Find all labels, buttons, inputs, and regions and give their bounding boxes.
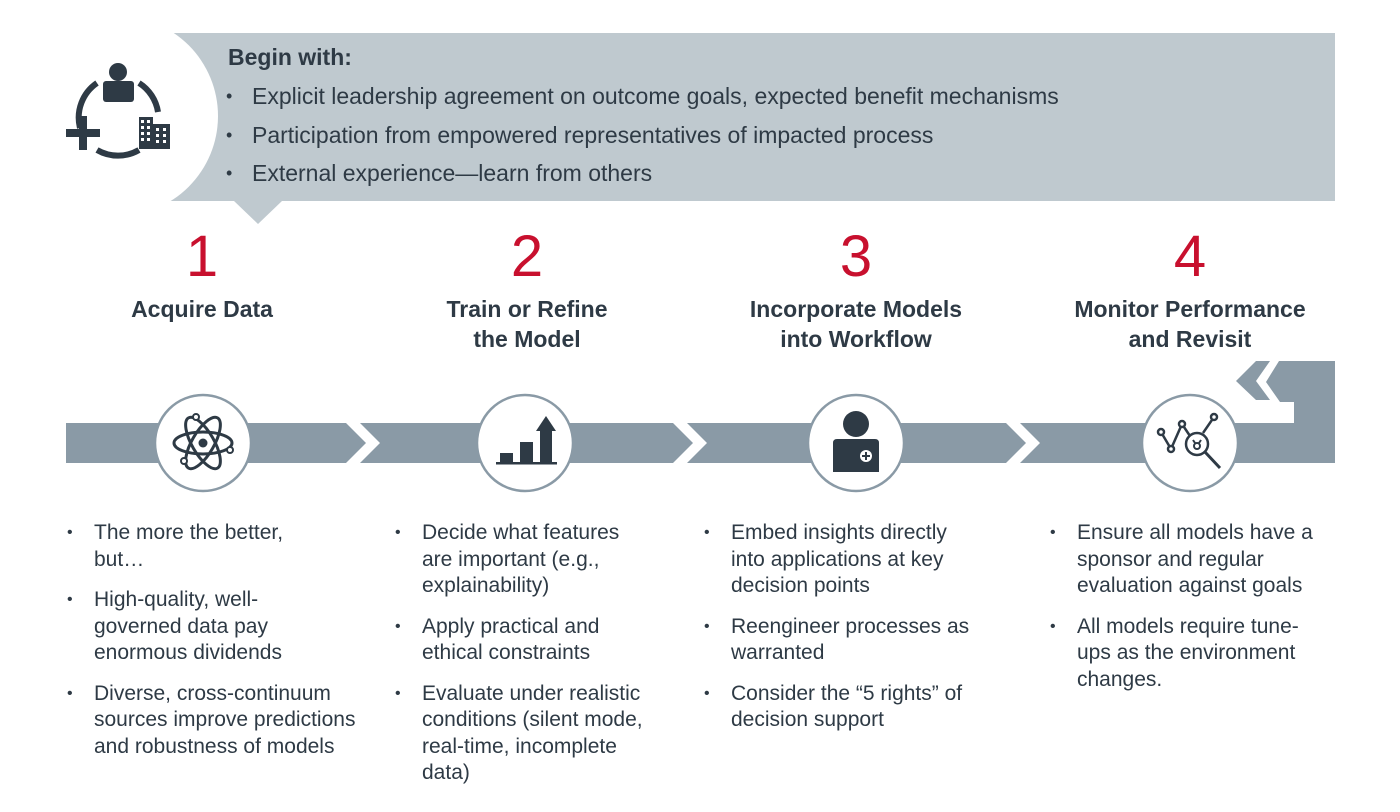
banner-title: Begin with: — [228, 44, 352, 70]
atom-icon — [172, 413, 234, 471]
step-bullet: Embed insights directly into application… — [704, 520, 976, 600]
step-title: Monitor Performance — [1074, 296, 1306, 322]
step-number: 3 — [839, 224, 873, 289]
step-bullet: Ensure all models have a sponsor and reg… — [1050, 520, 1327, 600]
return-chevron — [1236, 361, 1270, 400]
step-3-icon-badge — [806, 393, 906, 493]
banner-icon-circle — [18, 16, 218, 216]
step-number: 2 — [510, 224, 544, 289]
clinician-icon — [833, 411, 879, 472]
step-bullet: The more the better, but… — [67, 520, 309, 573]
step-3-bullets: Embed insights directly into application… — [704, 520, 1004, 748]
banner-bullet: External experience—learn from others — [226, 158, 1059, 197]
banner-bullet-list: Explicit leadership agreement on outcome… — [226, 81, 1059, 197]
step-title: Train or Refine — [446, 296, 608, 322]
step-bullet: Evaluate under realistic conditions (sil… — [395, 681, 667, 787]
step-bullet: Diverse, cross-continuum sources improve… — [67, 681, 359, 761]
step-bullet: All models require tune-ups as the envir… — [1050, 614, 1307, 694]
step-4-icon-badge — [1140, 393, 1240, 493]
step-bullet: Consider the “5 rights” of decision supp… — [704, 681, 976, 734]
banner-bullet: Explicit leadership agreement on outcome… — [226, 81, 1059, 120]
bar-chart-growth-icon — [496, 416, 557, 465]
step-1-bullets: The more the better, but… High-quality, … — [67, 520, 367, 774]
step-2-bullets: Decide what features are important (e.g.… — [395, 520, 665, 801]
step-title: Acquire Data — [131, 296, 273, 322]
step-bullet: Reengineer processes as warranted — [704, 614, 976, 667]
step-2-header: 2 Train or Refine the Model — [377, 225, 677, 354]
banner-bullet: Participation from empowered representat… — [226, 120, 1059, 159]
step-title: Incorporate Models — [749, 296, 963, 322]
step-title-line-2: and Revisit — [1128, 326, 1252, 352]
stakeholders-cycle-icon — [66, 63, 170, 159]
step-number: 1 — [185, 224, 219, 289]
step-4-bullets: Ensure all models have a sponsor and reg… — [1050, 520, 1350, 707]
step-1-icon-badge — [153, 393, 253, 493]
step-number: 4 — [1173, 224, 1207, 289]
step-title-line-2: into Workflow — [780, 326, 932, 352]
step-bullet: Apply practical and ethical constraints — [395, 614, 622, 667]
return-loop-arrow — [1266, 361, 1335, 423]
step-bullet: High-quality, well-governed data pay eno… — [67, 587, 284, 667]
step-4-header: 4 Monitor Performance and Revisit — [1040, 225, 1340, 354]
analytics-magnifier-icon — [1156, 412, 1222, 470]
step-3-header: 3 Incorporate Models into Workflow — [706, 225, 1006, 354]
step-title-line-2: the Model — [473, 326, 581, 352]
step-1-header: 1 Acquire Data — [52, 225, 352, 324]
step-bullet: Decide what features are important (e.g.… — [395, 520, 642, 600]
step-2-icon-badge — [475, 393, 575, 493]
